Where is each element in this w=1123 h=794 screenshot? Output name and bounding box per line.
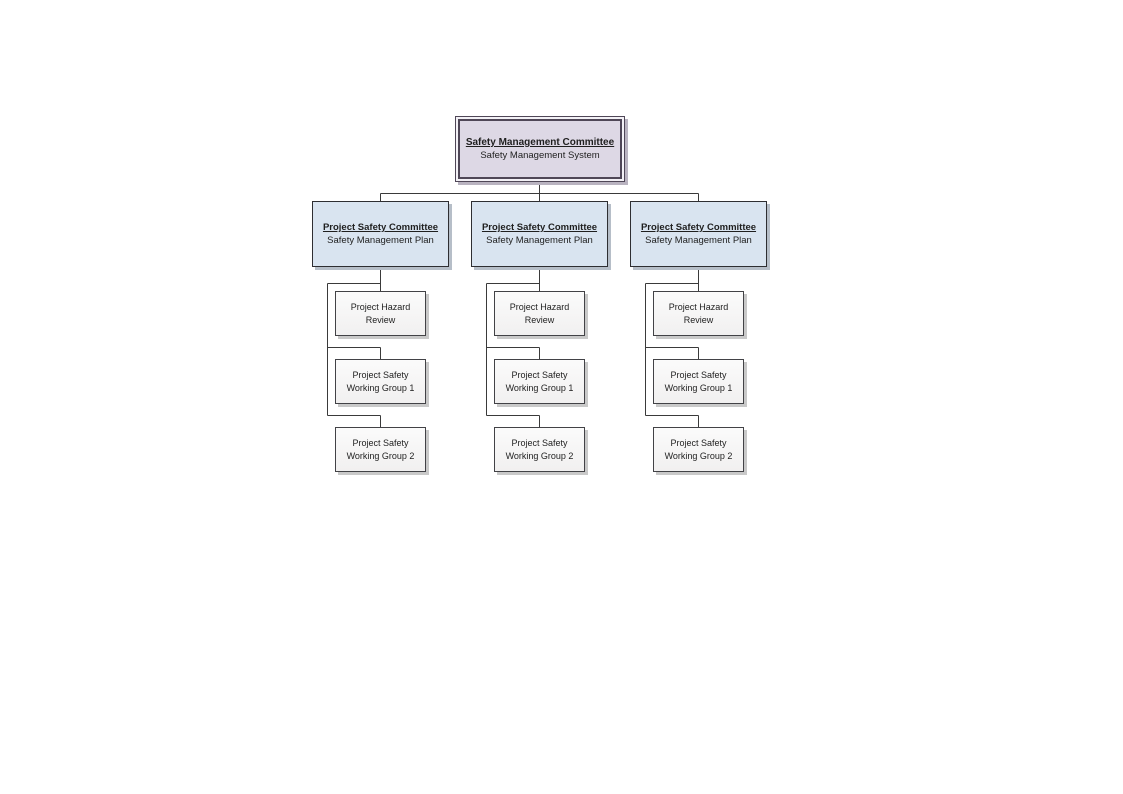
node-committee-2: Project Safety Committee Safety Manageme… [471, 201, 608, 267]
node-child-3-2: Project Safety Working Group 1 [653, 359, 744, 404]
node-committee-1: Project Safety Committee Safety Manageme… [312, 201, 449, 267]
node-child-2-3: Project Safety Working Group 2 [494, 427, 585, 472]
node-root: Safety Management Committee Safety Manag… [455, 116, 625, 182]
node-child-2-1: Project Hazard Review [494, 291, 585, 336]
node-label: Project Safety Working Group 2 [664, 437, 733, 461]
node-subtitle: Safety Management System [480, 150, 600, 161]
connector-root-bus [380, 180, 699, 201]
node-child-1-1: Project Hazard Review [335, 291, 426, 336]
node-label: Project Safety Working Group 1 [505, 369, 574, 393]
node-label: Project Safety Working Group 1 [664, 369, 733, 393]
node-child-2-2: Project Safety Working Group 1 [494, 359, 585, 404]
node-child-1-2: Project Safety Working Group 1 [335, 359, 426, 404]
node-label: Project Safety Working Group 1 [346, 369, 415, 393]
node-subtitle: Safety Management Plan [486, 235, 593, 246]
node-child-1-3: Project Safety Working Group 2 [335, 427, 426, 472]
node-root-panel: Safety Management Committee Safety Manag… [458, 119, 622, 179]
node-label: Project Hazard Review [509, 301, 570, 325]
node-title: Safety Management Committee [465, 137, 615, 148]
node-title: Project Safety Committee [322, 222, 439, 233]
node-label: Project Safety Working Group 2 [346, 437, 415, 461]
node-title: Project Safety Committee [481, 222, 598, 233]
node-label: Project Hazard Review [350, 301, 411, 325]
node-subtitle: Safety Management Plan [327, 235, 434, 246]
node-committee-3: Project Safety Committee Safety Manageme… [630, 201, 767, 267]
node-child-3-3: Project Safety Working Group 2 [653, 427, 744, 472]
node-label: Project Hazard Review [668, 301, 729, 325]
node-subtitle: Safety Management Plan [645, 235, 752, 246]
node-child-3-1: Project Hazard Review [653, 291, 744, 336]
node-label: Project Safety Working Group 2 [505, 437, 574, 461]
node-title: Project Safety Committee [640, 222, 757, 233]
